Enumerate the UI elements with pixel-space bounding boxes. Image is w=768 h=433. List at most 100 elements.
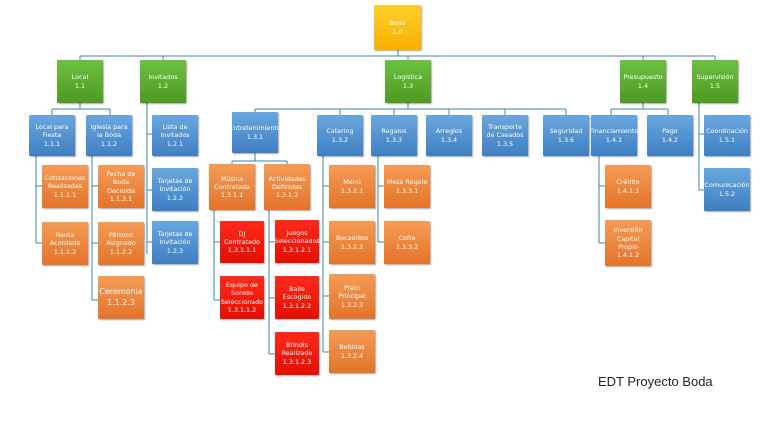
node-name: Supervisión <box>696 73 734 82</box>
node-code: 1.1.2 <box>100 139 118 148</box>
node-code: 1.1.2.3 <box>107 297 135 307</box>
node-code: 1.3.1 <box>246 132 264 141</box>
node-code: 1.3.2.4 <box>340 351 364 360</box>
node-code: 1.3.1.1.2 <box>227 305 257 314</box>
wbs-node-tarjetas-2: Tarjetas de Invitación 1.2.3 <box>152 221 198 264</box>
wbs-node-menu: Menú 1.3.2.1 <box>329 165 375 208</box>
wbs-node-tarjetas-1: Tarjetas de Invitación 1.2.2 <box>152 168 198 211</box>
wbs-node-brindis: Brindis Realizado 1.3.1.2.3 <box>275 332 319 375</box>
node-code: 1.1.2.1 <box>109 194 133 203</box>
node-name: Renta Acordada <box>49 231 81 248</box>
node-code: 1.3.3.1 <box>395 186 419 195</box>
node-code: 1.1.1.2 <box>53 247 77 256</box>
node-name: Tarjetas de Invitación <box>157 230 193 247</box>
wbs-node-bocadillos: Bocadillos 1.3.2.2 <box>329 221 375 264</box>
node-name: Transporte de Casados <box>486 123 524 140</box>
wbs-node-baile: Baile Escogido 1.3.1.2.2 <box>275 276 319 319</box>
node-code: 1.3.4 <box>440 135 458 144</box>
wbs-node-cofre: Cofre 1.3.3.2 <box>384 221 430 264</box>
wbs-node-root: Boda 1.0 <box>374 5 421 50</box>
node-code: 1.3 <box>402 81 414 90</box>
node-name: Seguridad <box>549 127 583 136</box>
node-name: Catering <box>326 127 354 136</box>
wbs-node-regalos: Regalos 1.3.3 <box>371 115 417 156</box>
node-code: 1.3.1.1 <box>220 191 244 200</box>
wbs-node-mesa-regalo: Mesa Regalo 1.3.3.1 <box>384 165 430 208</box>
node-name: Ceremonia <box>99 287 143 297</box>
node-code: 1.3.2.2 <box>340 242 364 251</box>
node-code: 1.2.1 <box>166 139 184 148</box>
wbs-node-invitados: Invitados 1.2 <box>140 60 186 103</box>
wbs-node-dj: DJ Contratado 1.3.1.1.1 <box>220 221 264 263</box>
diagram-caption: EDT Proyecto Boda <box>598 374 713 389</box>
wbs-node-logistica: Logística 1.3 <box>385 60 431 103</box>
wbs-node-actividades: Actividades Definidas 1.3.1.2 <box>264 164 310 210</box>
node-name: Invitados <box>148 73 178 82</box>
node-code: 1.1 <box>74 81 86 90</box>
node-name: Arreglos <box>435 127 463 136</box>
node-name: Tarjetas de Invitación <box>157 177 193 194</box>
wbs-node-lista-invitados: Lista de Invitados 1.2.1 <box>152 115 198 156</box>
wbs-node-renta: Renta Acordada 1.1.1.2 <box>42 222 88 265</box>
wbs-node-seguridad: Seguridad 1.3.6 <box>543 115 589 156</box>
node-name: Fecha de Boda Decidida <box>106 169 136 195</box>
wbs-node-ceremonia: Ceremonia 1.1.2.3 <box>98 276 144 319</box>
wbs-node-coordinacion: Coordinación 1.5.1 <box>704 115 750 156</box>
node-code: 1.4.1 <box>605 135 623 144</box>
node-name: Pago <box>662 127 678 136</box>
node-code: 1.3.5 <box>496 139 514 148</box>
node-name: Inversión Capital Propio <box>613 226 643 251</box>
wbs-node-catering: Catering 1.3.2 <box>317 115 363 156</box>
node-code: 1.5 <box>709 81 721 90</box>
wbs-node-equipo-sonido: Equipo de Sonido Seleccionado 1.3.1.1.2 <box>220 276 264 319</box>
node-code: 1.4.1.2 <box>616 251 640 260</box>
node-code: 1.1.2.2 <box>109 247 133 256</box>
wbs-node-inversion: Inversión Capital Propio 1.4.1.2 <box>605 220 651 266</box>
node-name: Plato Principal <box>338 284 366 301</box>
wbs-node-local-fiesta: Local para Fiesta 1.1.1 <box>29 115 75 156</box>
node-name: Local <box>71 73 89 82</box>
node-code: 1.0 <box>392 27 403 36</box>
node-name: Mesa Regalo <box>386 178 428 187</box>
node-name: Actividades Definidas <box>268 174 306 191</box>
node-code: 1.5.1 <box>718 135 736 144</box>
node-code: 1.3.2.3 <box>340 300 364 309</box>
node-name: Entretenimiento <box>229 124 281 133</box>
node-name: Cofre <box>398 234 416 243</box>
wbs-node-cotizaciones: Cotizaciones Realizadas 1.1.1.1 <box>42 165 88 208</box>
node-name: Crédito <box>616 178 640 187</box>
node-name: Brindis Realizado <box>281 341 313 358</box>
node-name: Bocadillos <box>335 234 369 243</box>
node-name: Coordinación <box>706 127 748 136</box>
node-name: Juegos Seleccionados <box>274 229 320 246</box>
node-name: Equipo de Sonido Seleccionado <box>220 280 264 306</box>
node-name: Local para Fiesta <box>35 123 69 140</box>
node-name: Música Contratada <box>214 174 250 191</box>
node-code: 1.1.1 <box>43 139 61 148</box>
wbs-node-parroco: Párroco Asignado 1.1.2.2 <box>98 222 144 265</box>
wbs-node-juegos: Juegos Seleccionados 1.3.1.2.1 <box>274 220 320 263</box>
node-name: Iglesia para la Boda <box>90 123 128 140</box>
wbs-node-fecha-boda: Fecha de Boda Decidida 1.1.2.1 <box>98 165 144 208</box>
node-name: Cotizaciones Realizadas <box>44 174 86 191</box>
node-name: Bebidas <box>339 343 365 352</box>
node-code: 1.3.1.1.1 <box>227 246 257 255</box>
wbs-node-bebidas: Bebidas 1.3.2.4 <box>329 330 375 373</box>
node-code: 1.3.1.2.1 <box>282 245 312 254</box>
node-name: Párroco Asignado <box>106 231 136 248</box>
node-name: Presupuesto <box>623 73 663 82</box>
wbs-node-plato-principal: Plato Principal 1.3.2.3 <box>329 274 375 319</box>
node-name: Boda <box>389 19 406 28</box>
node-code: 1.1.1.1 <box>53 190 77 199</box>
node-name: Comunicación <box>704 181 750 190</box>
wbs-node-transporte: Transporte de Casados 1.3.5 <box>482 115 528 156</box>
node-code: 1.3.3 <box>385 135 403 144</box>
node-code: 1.3.2.1 <box>340 186 364 195</box>
wbs-node-entretenimiento: Entretenimiento 1.3.1 <box>229 112 281 153</box>
node-name: Logística <box>393 73 423 82</box>
node-name: DJ Contratado <box>224 229 260 246</box>
node-code: 1.5.2 <box>718 189 736 198</box>
wbs-node-supervision: Supervisión 1.5 <box>692 60 738 103</box>
